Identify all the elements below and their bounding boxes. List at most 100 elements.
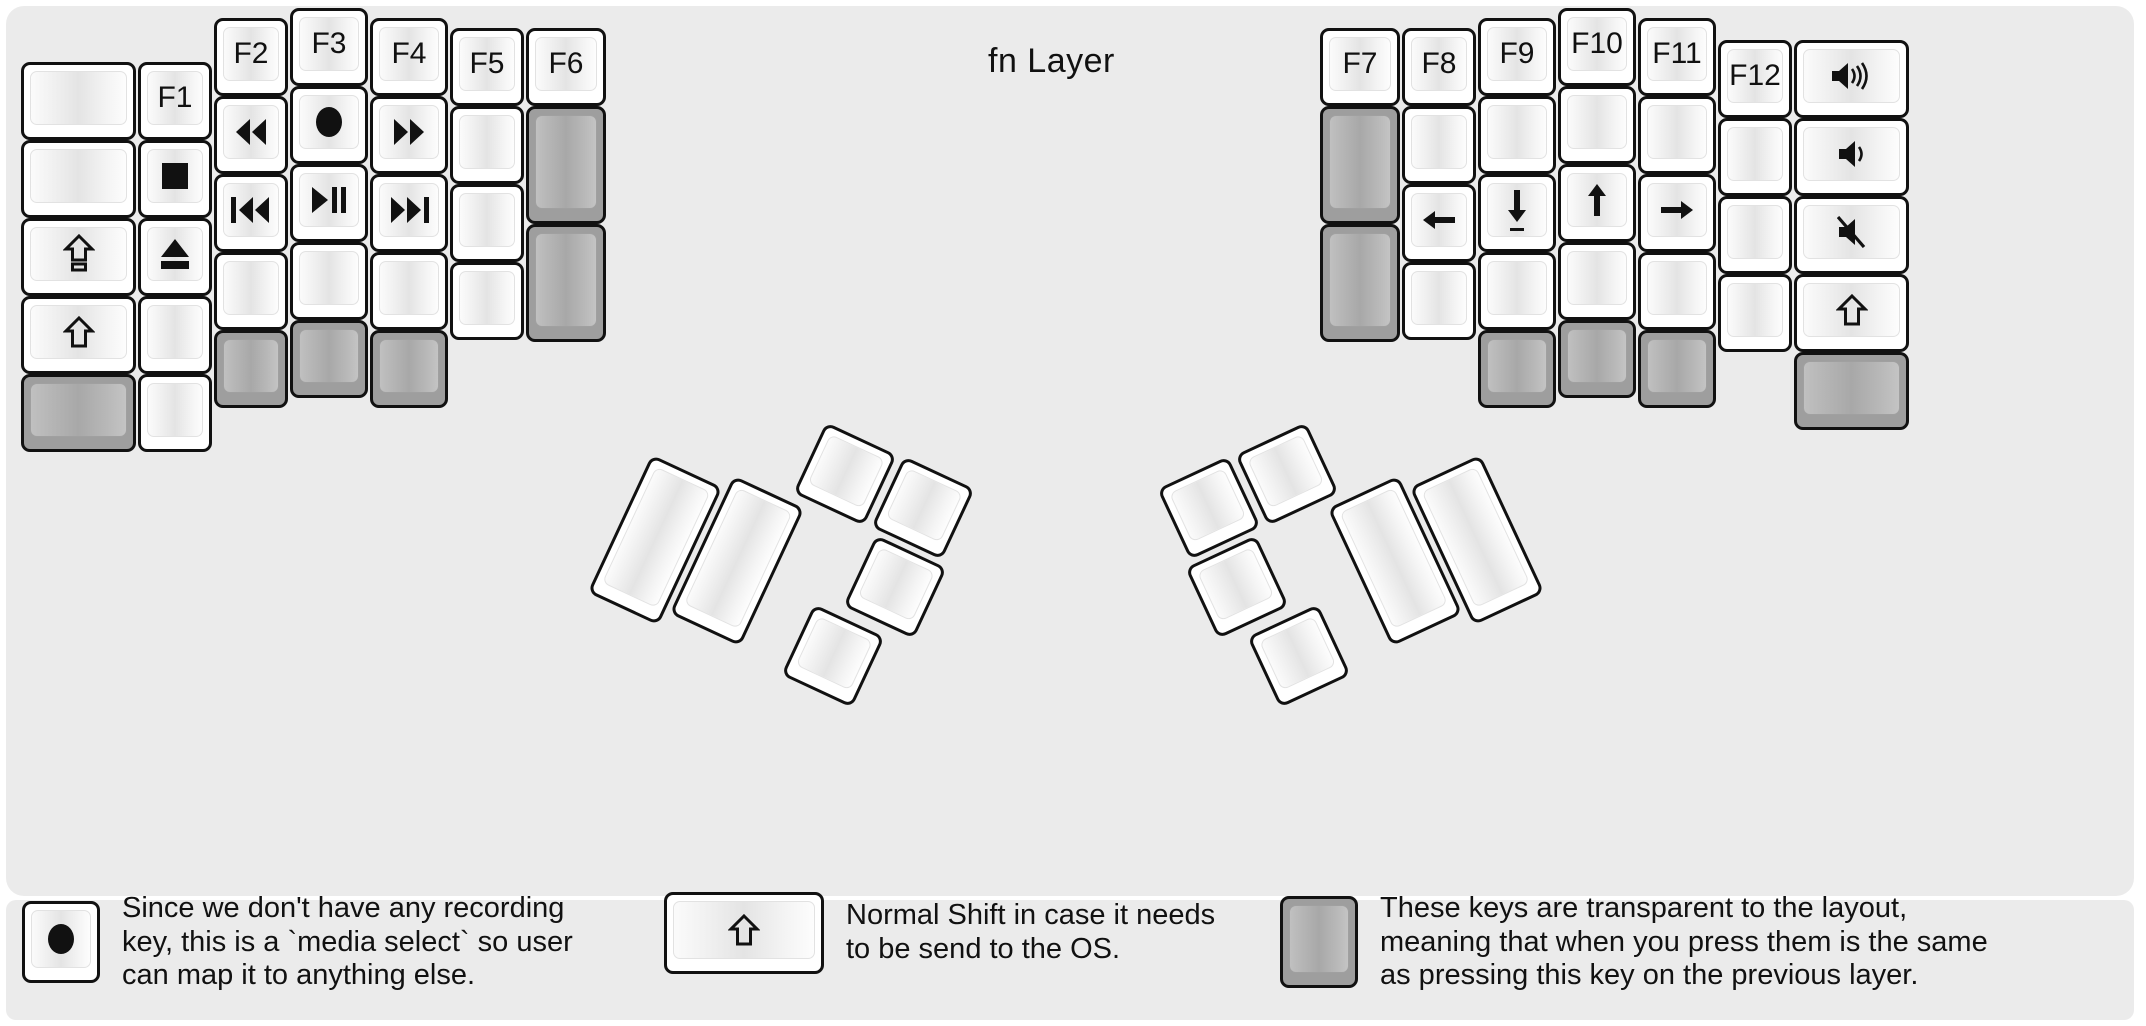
key-right-c6-r2[interactable] — [1794, 196, 1909, 274]
media-fast-forward-icon — [391, 117, 427, 147]
key-right-c6-r1[interactable] — [1794, 118, 1909, 196]
arrow-right-icon — [1659, 197, 1695, 223]
key-left-c2-r3[interactable] — [214, 252, 288, 330]
key-left-c1-r4[interactable] — [138, 374, 212, 452]
key-left-c4-r3[interactable] — [370, 252, 448, 330]
key-right-c1-r0[interactable]: F8 — [1402, 28, 1476, 106]
key-right-c2-r4[interactable] — [1478, 330, 1556, 408]
keycap-face — [1803, 283, 1900, 337]
key-left-c0-r1[interactable] — [21, 140, 136, 218]
key-right-c3-r4[interactable] — [1558, 320, 1636, 398]
legend-keycap-1[interactable] — [664, 892, 824, 974]
key-left-c2-r2[interactable] — [214, 174, 288, 252]
key-right-c6-r4[interactable] — [1794, 352, 1909, 430]
key-left-c3-r2[interactable] — [290, 164, 368, 242]
key-right-c0-r1[interactable] — [1320, 106, 1400, 224]
key-right-c2-r3[interactable] — [1478, 252, 1556, 330]
key-left-c2-r4[interactable] — [214, 330, 288, 408]
key-left-c0-r0[interactable] — [21, 62, 136, 140]
keycap-face — [1567, 95, 1627, 149]
key-left-c3-r3[interactable] — [290, 242, 368, 320]
key-right-c4-r0[interactable]: F11 — [1638, 18, 1716, 96]
keycap-face — [807, 434, 885, 509]
key-left-c1-r2[interactable] — [138, 218, 212, 296]
key-right-c5-r1[interactable] — [1718, 118, 1792, 196]
keycap-face — [223, 261, 279, 315]
arrow-left-icon — [1421, 207, 1457, 233]
key-left-c6-r2[interactable] — [526, 224, 606, 342]
keycap-face — [1487, 339, 1547, 393]
key-right-c0-r2[interactable] — [1320, 224, 1400, 342]
key-right-c3-r1[interactable] — [1558, 86, 1636, 164]
key-right-c0-r0[interactable]: F7 — [1320, 28, 1400, 106]
keycap-face — [379, 339, 439, 393]
key-left-c4-r4[interactable] — [370, 330, 448, 408]
keycap-face — [1803, 361, 1900, 415]
keycap-face — [1727, 205, 1783, 259]
key-left-c0-r3[interactable] — [21, 296, 136, 374]
keycap-label: F9 — [1499, 37, 1535, 70]
key-right-c1-r3[interactable] — [1402, 262, 1476, 340]
key-right-c4-r3[interactable] — [1638, 252, 1716, 330]
keycap-face: F11 — [1647, 27, 1707, 81]
key-left-c3-r0[interactable]: F3 — [290, 8, 368, 86]
legend-keycap-face — [673, 901, 815, 959]
key-left-c1-r1[interactable] — [138, 140, 212, 218]
keycap-face — [459, 271, 515, 325]
key-left-c2-r1[interactable] — [214, 96, 288, 174]
keycap-face — [535, 233, 597, 327]
key-right-c4-r1[interactable] — [1638, 96, 1716, 174]
keycap-face — [1487, 105, 1547, 159]
key-right-c1-r2[interactable] — [1402, 184, 1476, 262]
keycap-face — [1411, 193, 1467, 247]
key-right-c2-r1[interactable] — [1478, 96, 1556, 174]
key-right-c5-r2[interactable] — [1718, 196, 1792, 274]
keycap-face: F10 — [1567, 17, 1627, 71]
key-right-c4-r4[interactable] — [1638, 330, 1716, 408]
key-left-c0-r2[interactable] — [21, 218, 136, 296]
key-right-c6-r3[interactable] — [1794, 274, 1909, 352]
key-left-c5-r0[interactable]: F5 — [450, 28, 524, 106]
key-left-c4-r1[interactable] — [370, 96, 448, 174]
key-left-c3-r4[interactable] — [290, 320, 368, 398]
key-right-c5-r3[interactable] — [1718, 274, 1792, 352]
key-left-c6-r0[interactable]: F6 — [526, 28, 606, 106]
legend-keycap-face — [31, 910, 91, 969]
key-right-c3-r2[interactable] — [1558, 164, 1636, 242]
keycap-face — [1247, 434, 1325, 509]
key-left-c4-r0[interactable]: F4 — [370, 18, 448, 96]
keycap-face — [1647, 183, 1707, 237]
keycap-face — [1197, 547, 1275, 622]
legend-item-0: Since we don't have any recording key, t… — [22, 892, 573, 993]
key-left-c4-r2[interactable] — [370, 174, 448, 252]
key-right-c2-r0[interactable]: F9 — [1478, 18, 1556, 96]
keycap-face — [147, 383, 203, 437]
keycap-face — [1411, 115, 1467, 169]
key-left-c6-r1[interactable] — [526, 106, 606, 224]
keycap-face: F12 — [1727, 49, 1783, 103]
keycap-face — [535, 115, 597, 209]
legend-keycap-2[interactable] — [1280, 896, 1358, 989]
key-left-c5-r3[interactable] — [450, 262, 524, 340]
legend-keycap-0[interactable] — [22, 901, 100, 984]
keycap-label: F6 — [548, 47, 584, 80]
key-right-c3-r3[interactable] — [1558, 242, 1636, 320]
key-right-c2-r2[interactable] — [1478, 174, 1556, 252]
key-left-c1-r3[interactable] — [138, 296, 212, 374]
shift-arrow-icon — [728, 913, 760, 947]
key-left-c5-r1[interactable] — [450, 106, 524, 184]
key-left-c5-r2[interactable] — [450, 184, 524, 262]
key-right-c3-r0[interactable]: F10 — [1558, 8, 1636, 86]
keycap-face: F7 — [1329, 37, 1391, 91]
key-left-c2-r0[interactable]: F2 — [214, 18, 288, 96]
key-right-c4-r2[interactable] — [1638, 174, 1716, 252]
key-right-c1-r1[interactable] — [1402, 106, 1476, 184]
record-dot-icon — [45, 923, 77, 955]
volume-mute-icon — [1836, 216, 1867, 248]
key-right-c5-r0[interactable]: F12 — [1718, 40, 1792, 118]
key-left-c3-r1[interactable] — [290, 86, 368, 164]
key-left-c1-r0[interactable]: F1 — [138, 62, 212, 140]
keycap-face: F8 — [1411, 37, 1467, 91]
key-left-c0-r4[interactable] — [21, 374, 136, 452]
key-right-c6-r0[interactable] — [1794, 40, 1909, 118]
